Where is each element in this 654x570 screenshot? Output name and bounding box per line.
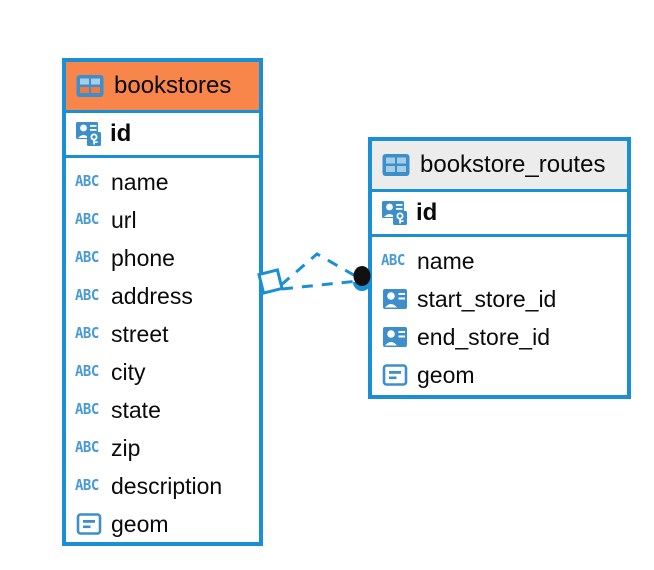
- primary-key-icon: [381, 198, 411, 228]
- abc-text-icon: ABC: [75, 173, 99, 191]
- field-label-name: name: [111, 168, 169, 195]
- abc-text-icon: ABC: [75, 249, 99, 267]
- abc-text-icon: ABC: [75, 477, 99, 495]
- entity-header-bookstore-routes[interactable]: bookstore_routes: [372, 141, 627, 189]
- field-list-bookstores: ABC name ABC url ABC phone ABC: [66, 158, 259, 543]
- field-row-id[interactable]: id: [66, 110, 259, 158]
- relationship-connector-bookstores-to-bookstore-routes[interactable]: [255, 238, 385, 310]
- entity-title-bookstores: bookstores: [114, 72, 232, 99]
- abc-text-icon: ABC: [75, 287, 99, 305]
- field-label-street: street: [111, 320, 169, 347]
- field-list-bookstore-routes: ABC name start_store_id: [372, 237, 627, 394]
- field-label-start-store-id: start_store_id: [417, 285, 557, 312]
- field-row-street[interactable]: ABC street: [66, 315, 259, 353]
- field-row-name[interactable]: ABC name: [372, 242, 627, 280]
- field-label-phone: phone: [111, 244, 175, 271]
- relationship-line-lower: [281, 279, 359, 291]
- abc-text-icon: ABC: [75, 363, 99, 381]
- field-label-id: id: [416, 199, 438, 226]
- field-row-url[interactable]: ABC url: [66, 201, 259, 239]
- field-label-address: address: [111, 282, 193, 309]
- primary-key-icon: [75, 119, 105, 149]
- field-row-zip[interactable]: ABC zip: [66, 429, 259, 467]
- field-label-geom: geom: [417, 361, 475, 388]
- field-label-end-store-id: end_store_id: [417, 323, 550, 350]
- entity-title-bookstore-routes: bookstore_routes: [420, 151, 606, 178]
- field-row-id[interactable]: id: [372, 189, 627, 237]
- entity-bookstore-routes[interactable]: bookstore_routes id: [368, 137, 631, 399]
- field-row-geom[interactable]: geom: [372, 356, 627, 394]
- foreign-key-icon: [381, 285, 409, 313]
- field-row-geom[interactable]: geom: [66, 505, 259, 543]
- field-row-name[interactable]: ABC name: [66, 163, 259, 201]
- field-row-phone[interactable]: ABC phone: [66, 239, 259, 277]
- field-label-city: city: [111, 358, 146, 385]
- entity-header-bookstores[interactable]: bookstores: [66, 62, 259, 110]
- field-row-state[interactable]: ABC state: [66, 391, 259, 429]
- abc-text-icon: ABC: [75, 439, 99, 457]
- abc-text-icon: ABC: [75, 325, 99, 343]
- abc-text-icon: ABC: [75, 211, 99, 229]
- field-label-id: id: [110, 120, 132, 147]
- field-label-zip: zip: [111, 434, 141, 461]
- field-row-end-store-id[interactable]: end_store_id: [372, 318, 627, 356]
- entity-bookstores[interactable]: bookstores id: [62, 58, 263, 546]
- table-icon: [381, 150, 411, 180]
- abc-text-icon: ABC: [75, 401, 99, 419]
- field-row-city[interactable]: ABC city: [66, 353, 259, 391]
- field-label-description: description: [111, 472, 223, 499]
- foreign-key-icon: [381, 323, 409, 351]
- abc-text-icon: ABC: [381, 252, 405, 270]
- field-row-address[interactable]: ABC address: [66, 277, 259, 315]
- field-label-url: url: [111, 206, 137, 233]
- table-icon: [75, 71, 105, 101]
- relationship-line-upper: [280, 252, 360, 287]
- field-label-state: state: [111, 396, 161, 423]
- geometry-icon: [75, 510, 103, 538]
- field-row-start-store-id[interactable]: start_store_id: [372, 280, 627, 318]
- field-row-description[interactable]: ABC description: [66, 467, 259, 505]
- field-label-name: name: [417, 247, 475, 274]
- field-label-geom: geom: [111, 510, 169, 537]
- geometry-icon: [381, 361, 409, 389]
